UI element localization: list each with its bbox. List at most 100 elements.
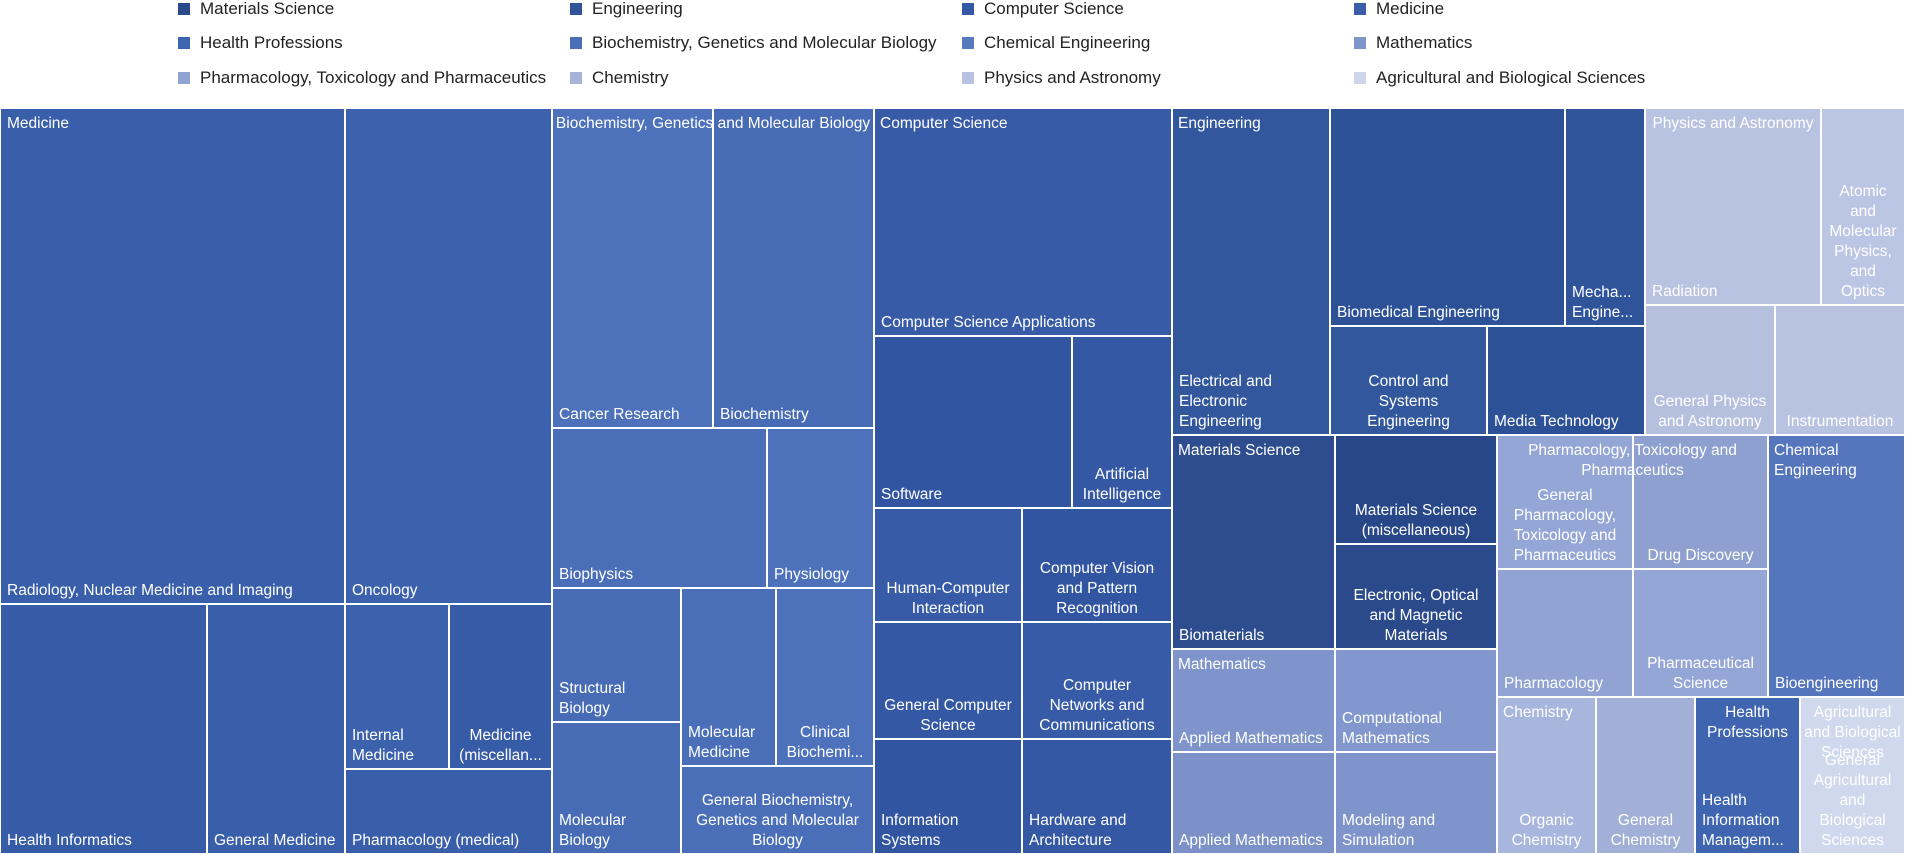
treemap-tile: General Physics and Astronomy	[1645, 305, 1775, 435]
treemap-tile-label: Bioengineering	[1775, 675, 1879, 692]
treemap-tile-label: General Medicine	[214, 832, 336, 849]
legend-swatch	[962, 3, 974, 15]
legend-label: Chemical Engineering	[984, 33, 1151, 52]
treemap-tile: Control and Systems Engineering	[1330, 326, 1487, 435]
treemap-tile-label: Oncology	[352, 582, 418, 599]
legend-item: Materials Science	[178, 0, 334, 21]
treemap-tile: Pharmacology	[1497, 569, 1633, 697]
treemap-tile-label: Organic Chemistry	[1511, 812, 1582, 849]
legend-swatch	[1354, 3, 1366, 15]
legend-label: Computer Science	[984, 0, 1124, 18]
treemap-tile: General Chemistry	[1596, 697, 1695, 854]
treemap-tile: Biomaterials	[1172, 435, 1335, 649]
legend-swatch	[570, 3, 582, 15]
legend-label: Materials Science	[200, 0, 335, 18]
treemap-tile-label: Physiology	[774, 566, 849, 583]
treemap-tile: Pharmacology (medical)	[345, 769, 552, 854]
treemap-tile-label: General Pharmacology, Toxicology and Pha…	[1513, 487, 1617, 564]
treemap-tile: Radiation	[1645, 108, 1821, 305]
legend-item: Biochemistry, Genetics and Molecular Bio…	[570, 31, 937, 55]
treemap-tile-label: Instrumentation	[1786, 413, 1894, 430]
treemap-tile: Medicine (miscellan...	[449, 604, 552, 769]
legend-label: Health Professions	[200, 33, 343, 52]
treemap-tile-label: Electronic, Optical and Magnetic Materia…	[1353, 587, 1479, 644]
legend-swatch	[178, 37, 190, 49]
treemap-tile: Instrumentation	[1775, 305, 1905, 435]
treemap-tile: Biochemistry	[713, 108, 874, 428]
legend-swatch	[178, 3, 190, 15]
legend-item: Mathematics	[1354, 31, 1472, 55]
treemap-tile: Modeling and Simulation	[1335, 752, 1497, 854]
treemap-tile-label: Applied Mathematics	[1179, 730, 1323, 747]
treemap-tile: Organic Chemistry	[1497, 697, 1596, 854]
legend-swatch	[178, 72, 190, 84]
treemap-tile-label: Biophysics	[559, 566, 634, 583]
treemap-tile: Materials Science (miscellaneous)	[1335, 435, 1497, 544]
treemap-tile: Information Systems	[874, 739, 1022, 854]
legend-label: Mathematics	[1376, 33, 1473, 52]
legend-label: Chemistry	[592, 68, 669, 87]
treemap-tile: Bioengineering	[1768, 435, 1905, 697]
treemap-tile-label: Radiation	[1652, 283, 1718, 300]
treemap-tile-label: Electrical and Electronic Engineering	[1179, 373, 1273, 430]
legend-label: Biochemistry, Genetics and Molecular Bio…	[592, 33, 937, 52]
legend-item: Chemistry	[570, 66, 669, 90]
treemap-tile: General Agricultural and Biological Scie…	[1800, 697, 1905, 854]
treemap-tile: General Computer Science	[874, 622, 1022, 739]
treemap-tile: Hardware and Architecture	[1022, 739, 1172, 854]
treemap-tile: Oncology	[345, 108, 552, 604]
treemap-tile-label: Molecular Biology	[559, 812, 627, 849]
treemap-tile-label: General Computer Science	[884, 697, 1012, 734]
treemap-tile-label: Pharmacology	[1504, 675, 1604, 692]
treemap-tile-label: Drug Discovery	[1647, 547, 1754, 564]
treemap-tile: Cancer Research	[552, 108, 713, 428]
legend-item: Medicine	[1354, 0, 1444, 21]
treemap-tile: Structural Biology	[552, 588, 681, 722]
treemap-tile: Electronic, Optical and Magnetic Materia…	[1335, 544, 1497, 649]
treemap-tile-label: Clinical Biochemi...	[786, 724, 864, 761]
treemap-tile: Biomedical Engineering	[1330, 108, 1565, 326]
treemap-tile-label: Information Systems	[881, 812, 959, 849]
treemap-tile: Drug Discovery	[1633, 435, 1768, 569]
treemap-tile: Health Informatics	[0, 604, 207, 854]
treemap-tile-label: Atomic and Molecular Physics, and Optics	[1829, 183, 1897, 300]
chart-legend: Materials Science Engineering Computer Sci…	[0, 0, 1905, 100]
treemap-tile: Media Technology	[1487, 326, 1645, 435]
treemap-tile-label: Computational Mathematics	[1342, 710, 1442, 747]
treemap-tile-label: Internal Medicine	[352, 727, 415, 764]
legend-label: Engineering	[592, 0, 683, 18]
legend-item: Pharmacology, Toxicology and Pharmaceuti…	[178, 66, 546, 90]
treemap-tile: Molecular Biology	[552, 722, 681, 854]
treemap-tile: Computer Vision and Pattern Recognition	[1022, 508, 1172, 622]
treemap-tile-label: Health Informatics	[7, 832, 132, 849]
treemap-tile-label: General Biochemistry, Genetics and Molec…	[696, 792, 859, 849]
treemap-tile-label: Health Information Managem...	[1702, 792, 1784, 849]
treemap-tile-label: Molecular Medicine	[688, 724, 756, 761]
legend-item: Agricultural and Biological Sciences	[1354, 66, 1645, 90]
treemap-tile-label: Cancer Research	[559, 406, 680, 423]
legend-item: Chemical Engineering	[962, 31, 1150, 55]
treemap-tile: General Pharmacology, Toxicology and Pha…	[1497, 435, 1633, 569]
treemap-tile: General Biochemistry, Genetics and Molec…	[681, 766, 874, 854]
legend-swatch	[570, 37, 582, 49]
treemap-tile-label: Control and Systems Engineering	[1367, 373, 1450, 430]
legend-swatch	[1354, 72, 1366, 84]
treemap-tile: Electrical and Electronic Engineering	[1172, 108, 1330, 435]
treemap-tile: Artificial Intelligence	[1072, 336, 1172, 508]
treemap-tile: Computational Mathematics	[1335, 649, 1497, 752]
treemap-tile-label: Biomedical Engineering	[1337, 304, 1500, 321]
treemap-tile-label: Biomaterials	[1179, 627, 1265, 644]
treemap-tile: Biophysics	[552, 428, 767, 588]
treemap-tile-label: Medicine (miscellan...	[459, 727, 542, 764]
treemap-tile-label: Human-Computer Interaction	[886, 580, 1010, 617]
treemap-tile-label: Computer Science Applications	[881, 314, 1096, 331]
treemap-tile-label: Media Technology	[1494, 413, 1619, 430]
legend-item: Computer Science	[962, 0, 1124, 21]
treemap-tile-label: Computer Vision and Pattern Recognition	[1039, 560, 1155, 617]
treemap-tile: Mecha... Engine...	[1565, 108, 1645, 326]
legend-item: Health Professions	[178, 31, 343, 55]
legend-label: Medicine	[1376, 0, 1445, 18]
legend-label: Physics and Astronomy	[984, 68, 1161, 87]
treemap-tile: Internal Medicine	[345, 604, 449, 769]
